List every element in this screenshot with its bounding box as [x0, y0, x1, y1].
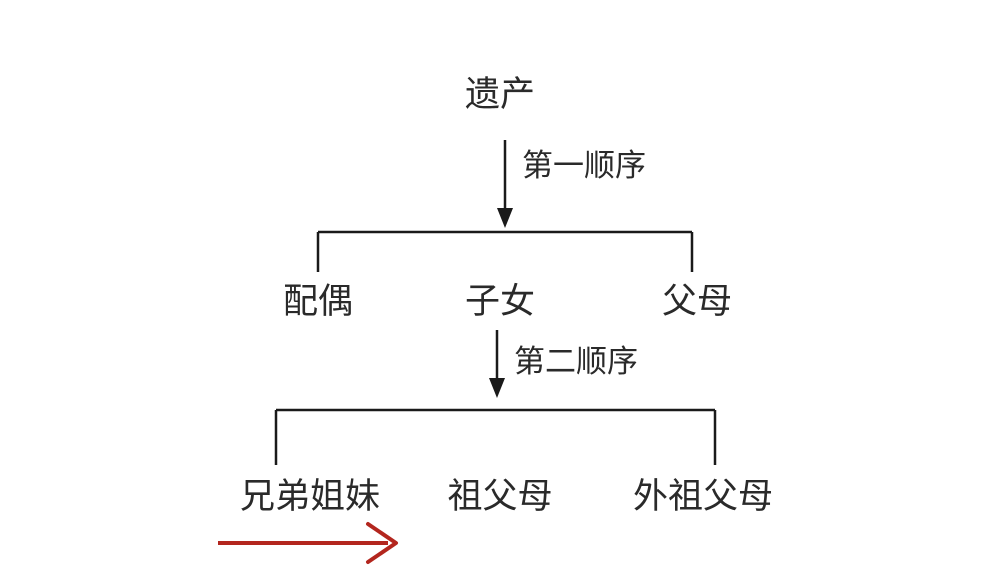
- node-parents: 父母: [661, 282, 733, 322]
- node-root-estate: 遗产: [464, 75, 536, 115]
- right-arrow-icon: [218, 522, 398, 564]
- label-order2: 第二顺序: [514, 344, 638, 380]
- order1-arrow-head: [497, 208, 513, 228]
- node-spouse: 配偶: [282, 282, 354, 322]
- node-siblings: 兄弟姐妹: [239, 477, 381, 517]
- order2-arrow-head: [489, 378, 505, 398]
- node-children: 子女: [464, 282, 536, 322]
- label-order1: 第一顺序: [522, 148, 646, 184]
- node-maternal-grandparents: 外祖父母: [632, 477, 774, 517]
- node-paternal-grandparents: 祖父母: [447, 477, 553, 517]
